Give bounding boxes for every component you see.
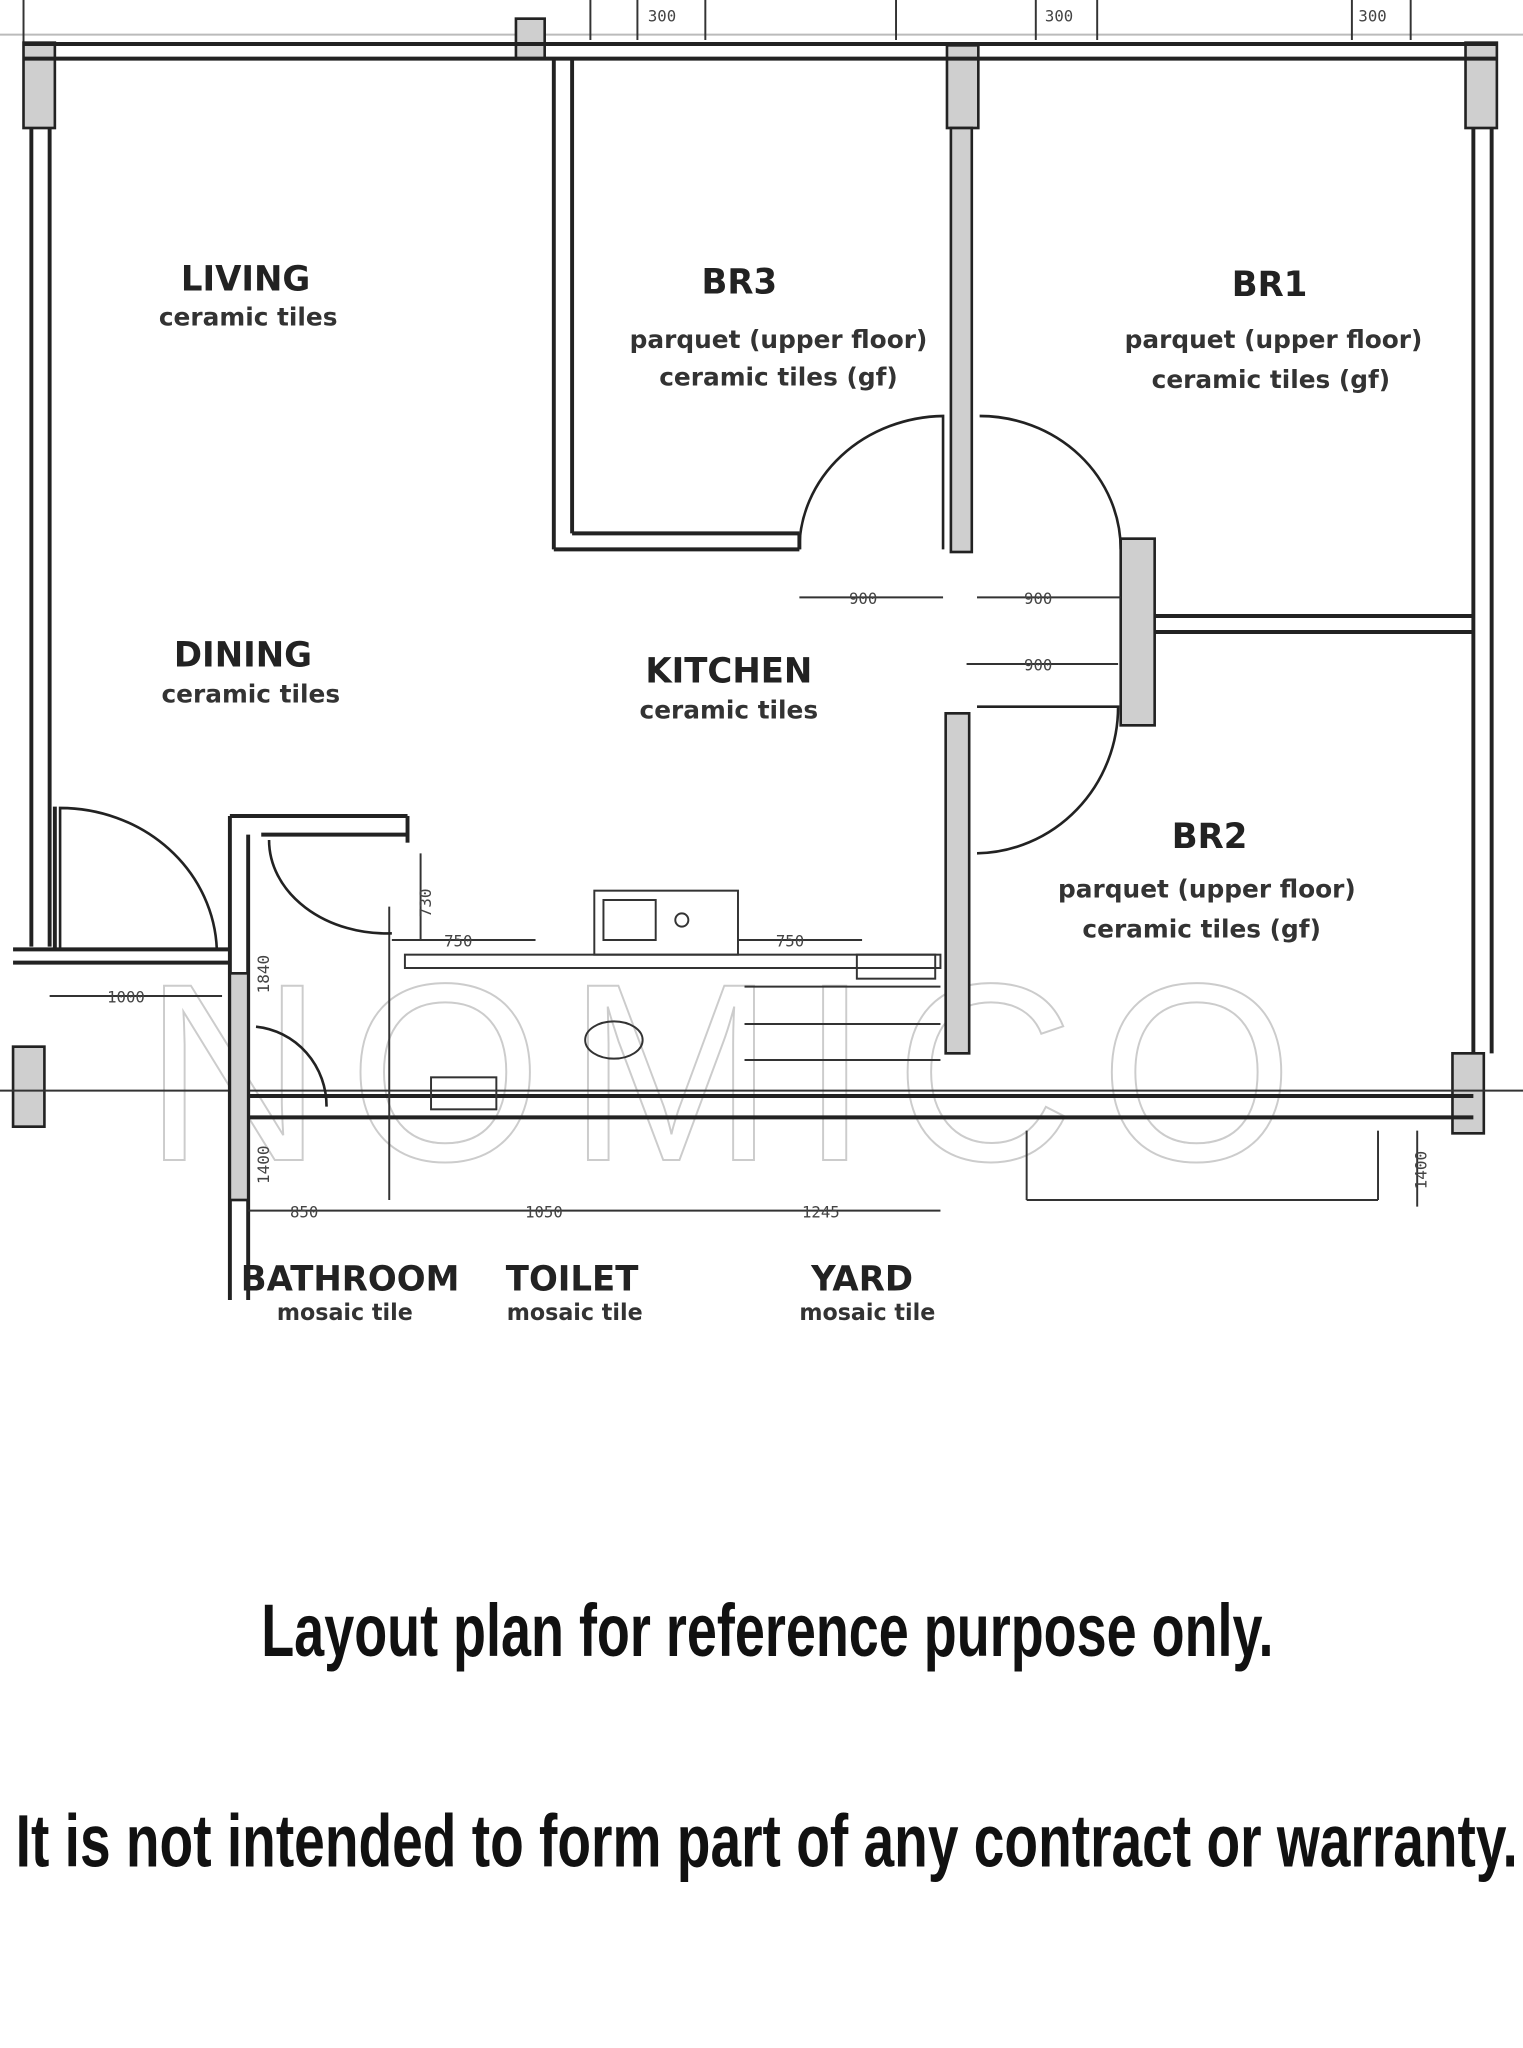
room-toilet-finish: mosaic tile (507, 1300, 643, 1326)
room-kitchen-name: KITCHEN (645, 651, 812, 691)
dim-yard-width: 750 (776, 932, 804, 951)
room-br2-name: BR2 (1172, 817, 1248, 857)
watermark: NOMICO (144, 932, 1293, 1215)
room-br1-name: BR1 (1232, 265, 1308, 305)
dim-door-br2: 900 (1024, 656, 1052, 675)
dim-toilet-w: 1050 (525, 1202, 563, 1221)
room-br1-finish2: ceramic tiles (gf) (1152, 365, 1390, 394)
room-toilet-name: TOILET (506, 1259, 639, 1299)
dimension-lines (49, 596, 1419, 1212)
room-dining-finish: ceramic tiles (161, 679, 340, 708)
walls (0, 17, 1523, 1300)
disclaimer-line-2: It is not intended to form part of any c… (16, 1799, 1518, 1883)
doors (58, 414, 1123, 1107)
room-kitchen-finish: ceramic tiles (640, 695, 819, 724)
dim-top-b: 300 (1045, 6, 1073, 25)
dim-yard-w: 1245 (802, 1202, 840, 1221)
room-dining-name: DINING (174, 635, 312, 675)
room-living-name: LIVING (181, 259, 310, 299)
dim-bottom-right: 1400 (1411, 1151, 1430, 1190)
room-living-finish: ceramic tiles (159, 302, 338, 331)
dim-bath-side: 1840 (254, 955, 273, 994)
dim-entrance: 1000 (107, 988, 145, 1007)
top-dimension-strip (0, 0, 1523, 51)
dim-bath-depth: 730 (416, 888, 435, 917)
dim-top-a: 300 (648, 6, 676, 25)
room-bathroom-finish: mosaic tile (277, 1300, 413, 1326)
dim-bath-width: 750 (444, 932, 472, 951)
room-br1-finish1: parquet (upper floor) (1125, 325, 1423, 354)
dim-bottom-side: 1400 (254, 1145, 273, 1184)
dim-bathroom-w: 850 (290, 1202, 318, 1221)
dim-door-br3: 900 (849, 589, 877, 608)
room-br3-name: BR3 (701, 262, 777, 302)
room-br3-finish1: parquet (upper floor) (630, 325, 928, 354)
room-yard-name: YARD (810, 1259, 913, 1299)
room-br2-finish2: ceramic tiles (gf) (1082, 914, 1320, 943)
room-bathroom-name: BATHROOM (241, 1259, 460, 1299)
room-br2-finish1: parquet (upper floor) (1058, 874, 1356, 903)
dim-top-c: 300 (1358, 6, 1386, 25)
room-yard-finish: mosaic tile (799, 1300, 935, 1326)
dim-door-br1: 900 (1024, 589, 1052, 608)
room-br3-finish2: ceramic tiles (gf) (659, 362, 897, 391)
disclaimer-line-1: Layout plan for reference purpose only. (261, 1588, 1273, 1672)
